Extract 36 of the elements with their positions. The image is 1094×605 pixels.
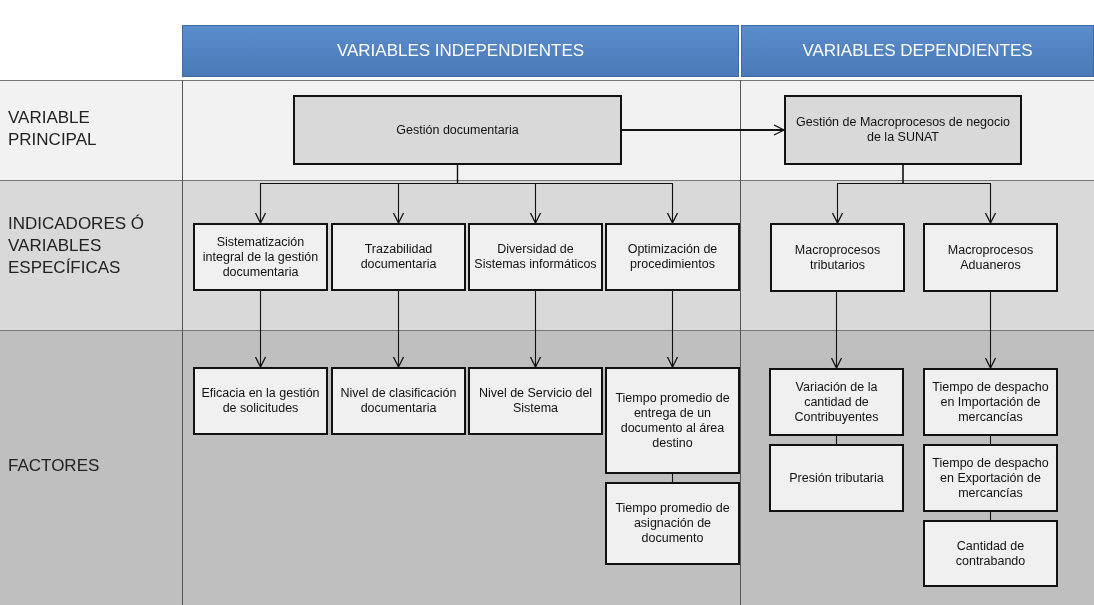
row-heading: INDICADORES Ó VARIABLES ESPECÍFICAS	[8, 213, 146, 279]
row-heading: FACTORES	[8, 455, 101, 477]
process-box: Optimización de procedimientos	[605, 223, 740, 291]
connector-line	[835, 435, 838, 445]
process-box: Nivel de clasificación documentaria	[331, 367, 466, 435]
column-header: VARIABLES DEPENDIENTES	[741, 25, 1094, 77]
process-box: Macroprocesos tributarios	[770, 223, 905, 292]
connector-line	[989, 511, 992, 521]
arrow	[666, 290, 679, 368]
process-box: Tiempo promedio de entrega de un documento al área destino	[605, 367, 740, 474]
arrow	[621, 124, 785, 136]
row-heading: VARIABLE PRINCIPAL	[8, 107, 98, 151]
arrow	[830, 291, 843, 369]
process-box: Gestión de Macroprocesos de negocio de la SUNAT	[784, 95, 1022, 165]
process-box: Tiempo de despacho en Importación de mercancías	[923, 368, 1058, 436]
process-box: Gestión documentaria	[293, 95, 622, 165]
process-box: Nivel de Servicio del Sistema	[468, 367, 603, 435]
process-box: Sistematización integral de la gestión documentaria	[193, 223, 328, 291]
process-box: Tiempo de despacho en Exportación de mercancías	[923, 444, 1058, 512]
arrow	[902, 164, 997, 224]
arrow	[529, 290, 542, 368]
arrow	[392, 290, 405, 368]
arrow	[456, 164, 679, 224]
process-box: Trazabilidad documentaria	[331, 223, 466, 291]
process-box: Variación de la cantidad de Contribuyentes	[769, 368, 904, 436]
connector-line	[989, 435, 992, 445]
process-box: Tiempo promedio de asignación de documento	[605, 482, 740, 565]
process-box: Macroprocesos Aduaneros	[923, 223, 1058, 292]
arrow	[254, 290, 267, 368]
process-box: Diversidad de Sistemas informáticos	[468, 223, 603, 291]
arrow	[984, 291, 997, 369]
connector-line	[671, 473, 674, 483]
process-box: Presión tributaria	[769, 444, 904, 512]
column-header: VARIABLES INDEPENDIENTES	[182, 25, 739, 77]
process-box: Eficacia en la gestión de solicitudes	[193, 367, 328, 435]
process-box: Cantidad de contrabando	[923, 520, 1058, 587]
